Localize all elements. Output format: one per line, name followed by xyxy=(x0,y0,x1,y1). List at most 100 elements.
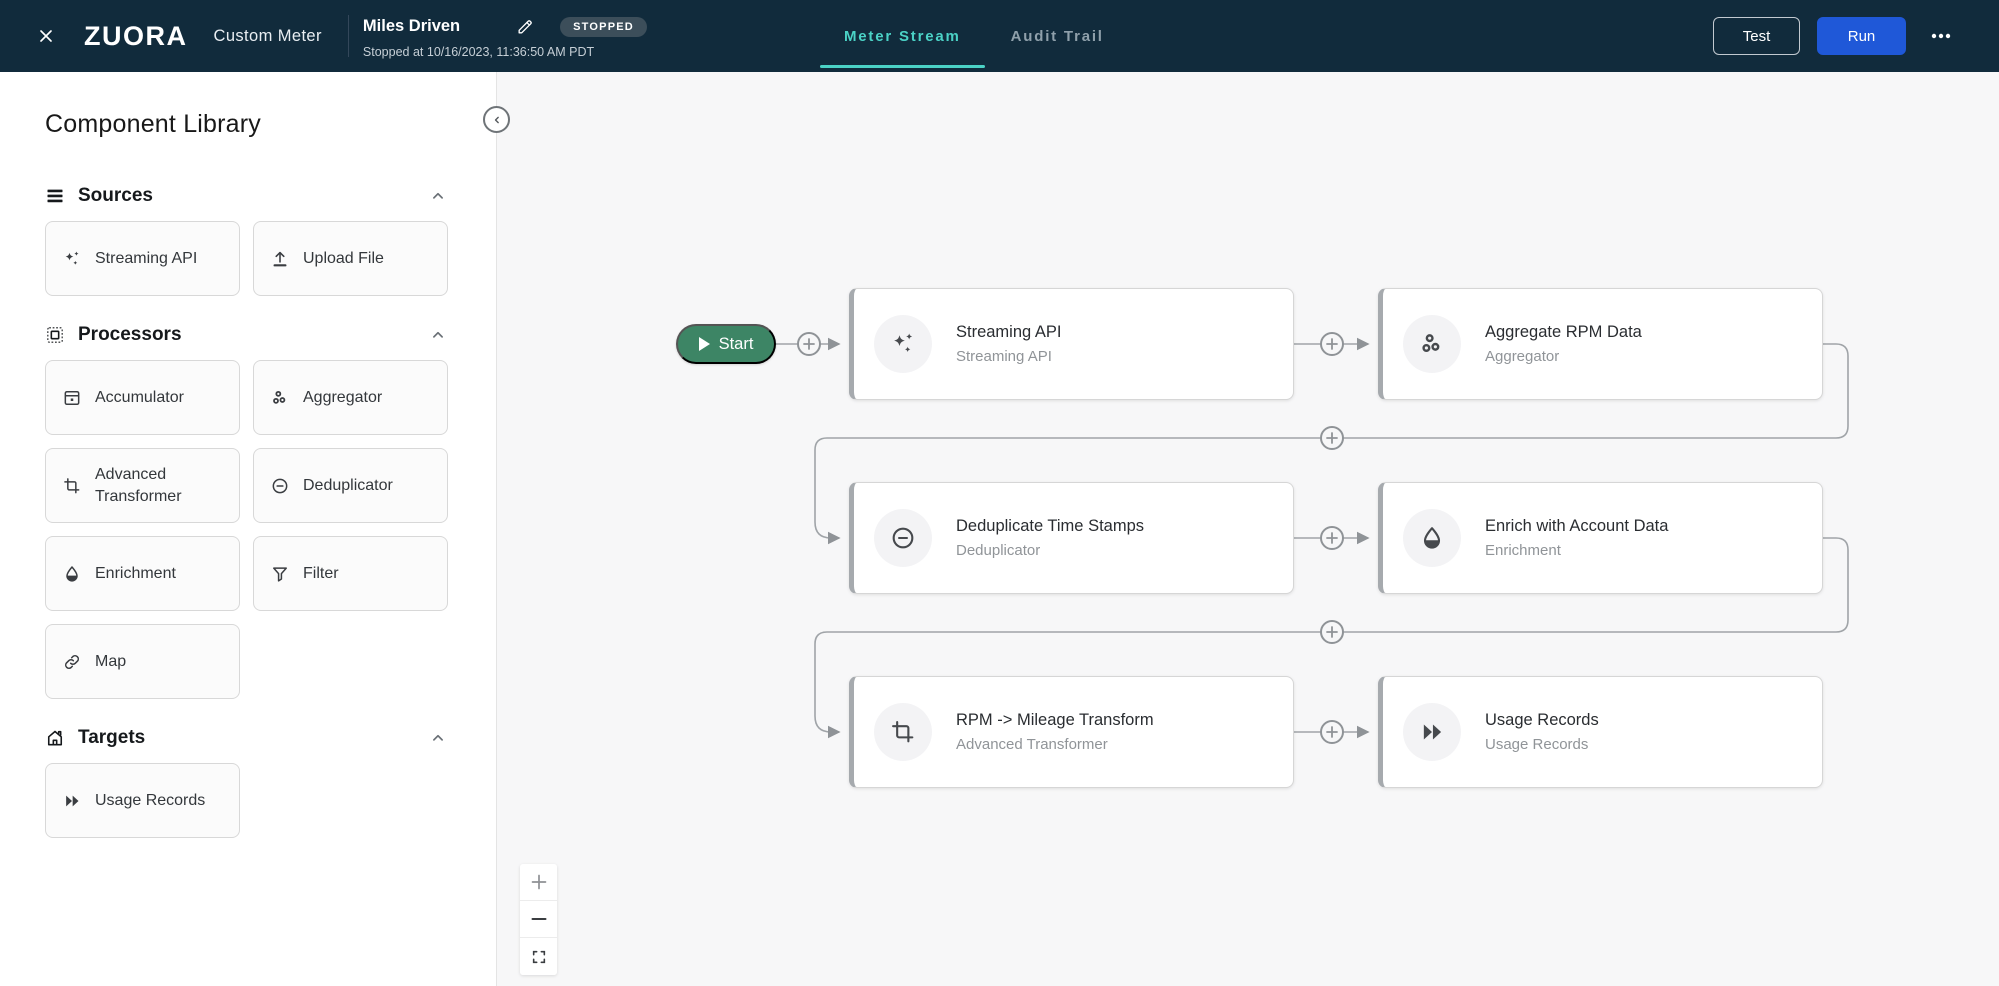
minus-icon xyxy=(531,918,546,920)
library-item-advanced-transformer[interactable]: Advanced Transformer xyxy=(45,448,240,523)
sparkles-icon xyxy=(62,249,82,269)
chip-icon xyxy=(45,325,65,345)
library-item-filter[interactable]: Filter xyxy=(253,536,448,611)
node-title: Enrich with Account Data xyxy=(1485,517,1669,535)
processors-grid: Accumulator Aggregator Advanced Transfor… xyxy=(45,360,448,699)
node-text: Enrich with Account Data Enrichment xyxy=(1485,517,1668,559)
more-actions-button[interactable] xyxy=(1923,18,1959,54)
library-item-streaming-api[interactable]: Streaming API xyxy=(45,221,240,296)
library-item-label: Streaming API xyxy=(95,249,198,267)
section-header-targets[interactable]: Targets xyxy=(45,727,447,749)
node-title: RPM -> Mileage Transform xyxy=(956,711,1154,729)
library-item-label: Filter xyxy=(303,564,339,582)
library-item-enrichment[interactable]: Enrichment xyxy=(45,536,240,611)
sparkles-icon xyxy=(874,315,932,373)
minus-circle-icon xyxy=(270,476,290,496)
library-item-label: Advanced Transformer xyxy=(95,465,182,505)
node-text: Aggregate RPM Data Aggregator xyxy=(1485,323,1642,365)
library-item-label: Deduplicator xyxy=(303,476,393,494)
node-subtitle: Streaming API xyxy=(956,348,1052,365)
meter-info: Miles Driven STOPPED Stopped at 10/16/20… xyxy=(363,14,647,59)
main-tabs: Meter Stream Audit Trail xyxy=(820,0,1128,72)
library-item-aggregator[interactable]: Aggregator xyxy=(253,360,448,435)
play-icon xyxy=(698,337,710,351)
zoom-out-button[interactable] xyxy=(520,901,557,938)
edit-meter-name-button[interactable] xyxy=(512,14,538,40)
chevron-left-icon xyxy=(494,116,499,123)
ellipsis-icon xyxy=(1931,33,1951,39)
section-header-processors[interactable]: Processors xyxy=(45,324,447,346)
add-node-button[interactable] xyxy=(1320,720,1344,744)
status-badge: STOPPED xyxy=(560,16,647,37)
collapse-panel-button[interactable] xyxy=(483,106,510,133)
library-item-label: Upload File xyxy=(303,249,384,267)
node-title: Usage Records xyxy=(1485,711,1599,729)
crop-transform-icon xyxy=(62,476,82,496)
pencil-icon xyxy=(518,20,532,34)
close-button[interactable] xyxy=(30,20,62,52)
add-node-button[interactable] xyxy=(1320,332,1344,356)
node-deduplicate-time-stamps[interactable]: Deduplicate Time Stamps Deduplicator xyxy=(849,482,1294,594)
library-item-upload-file[interactable]: Upload File xyxy=(253,221,448,296)
meter-stream-canvas[interactable]: Start Streaming API Streaming API Aggreg… xyxy=(497,72,1999,986)
node-title: Aggregate RPM Data xyxy=(1485,323,1642,341)
add-node-button[interactable] xyxy=(1320,426,1344,450)
node-subtitle: Aggregator xyxy=(1485,348,1560,365)
home-icon xyxy=(45,728,65,748)
canvas-zoom-controls xyxy=(520,864,557,975)
node-aggregate-rpm-data[interactable]: Aggregate RPM Data Aggregator xyxy=(1378,288,1823,400)
droplet-icon xyxy=(1403,509,1461,567)
node-text: Deduplicate Time Stamps Deduplicator xyxy=(956,517,1144,559)
library-item-usage-records[interactable]: Usage Records xyxy=(45,763,240,838)
library-item-map[interactable]: Map xyxy=(45,624,240,699)
library-item-accumulator[interactable]: Accumulator xyxy=(45,360,240,435)
plus-icon xyxy=(1326,432,1338,444)
tab-meter-stream[interactable]: Meter Stream xyxy=(820,0,985,72)
header-divider xyxy=(347,15,349,57)
header-actions: Test Run xyxy=(1713,17,1959,55)
node-subtitle: Enrichment xyxy=(1485,542,1561,559)
list-icon xyxy=(45,186,65,206)
plus-icon xyxy=(1326,626,1338,638)
library-item-label: Usage Records xyxy=(95,791,206,809)
tab-audit-trail[interactable]: Audit Trail xyxy=(987,0,1128,72)
node-enrich-with-account-data[interactable]: Enrich with Account Data Enrichment xyxy=(1378,482,1823,594)
section-label: Targets xyxy=(78,727,146,748)
fit-view-icon xyxy=(532,950,545,963)
plus-icon xyxy=(803,338,815,350)
node-usage-records[interactable]: Usage Records Usage Records xyxy=(1378,676,1823,788)
aggregator-icon xyxy=(1403,315,1461,373)
chevron-up-icon xyxy=(429,326,447,344)
node-rpm-mileage-transform[interactable]: RPM -> Mileage Transform Advanced Transf… xyxy=(849,676,1294,788)
node-title: Deduplicate Time Stamps xyxy=(956,517,1145,535)
node-streaming-api[interactable]: Streaming API Streaming API xyxy=(849,288,1294,400)
node-title: Streaming API xyxy=(956,323,1062,341)
section-header-sources[interactable]: Sources xyxy=(45,185,447,207)
run-button[interactable]: Run xyxy=(1817,17,1906,55)
app-title: Custom Meter xyxy=(213,26,322,45)
plus-icon xyxy=(1326,532,1338,544)
funnel-icon xyxy=(270,564,290,584)
start-node[interactable]: Start xyxy=(676,324,776,364)
crop-transform-icon xyxy=(874,703,932,761)
top-bar: ZUORA Custom Meter Miles Driven STOPPED … xyxy=(0,0,1999,72)
aggregator-icon xyxy=(270,388,290,408)
test-button[interactable]: Test xyxy=(1713,17,1800,55)
library-item-deduplicator[interactable]: Deduplicator xyxy=(253,448,448,523)
add-node-button[interactable] xyxy=(1320,526,1344,550)
zoom-in-button[interactable] xyxy=(520,864,557,901)
add-node-button[interactable] xyxy=(797,332,821,356)
sources-grid: Streaming API Upload File xyxy=(45,221,448,296)
plus-icon xyxy=(1326,726,1338,738)
start-label: Start xyxy=(718,334,754,353)
zuora-logo: ZUORA xyxy=(84,20,188,51)
add-node-button[interactable] xyxy=(1320,620,1344,644)
node-text: Usage Records Usage Records xyxy=(1485,711,1599,753)
fit-view-button[interactable] xyxy=(520,938,557,975)
meter-title-row: Miles Driven STOPPED xyxy=(363,14,647,40)
node-subtitle: Advanced Transformer xyxy=(956,736,1108,753)
chevron-up-icon xyxy=(429,729,447,747)
section-label: Sources xyxy=(78,185,153,206)
node-subtitle: Deduplicator xyxy=(956,542,1041,559)
